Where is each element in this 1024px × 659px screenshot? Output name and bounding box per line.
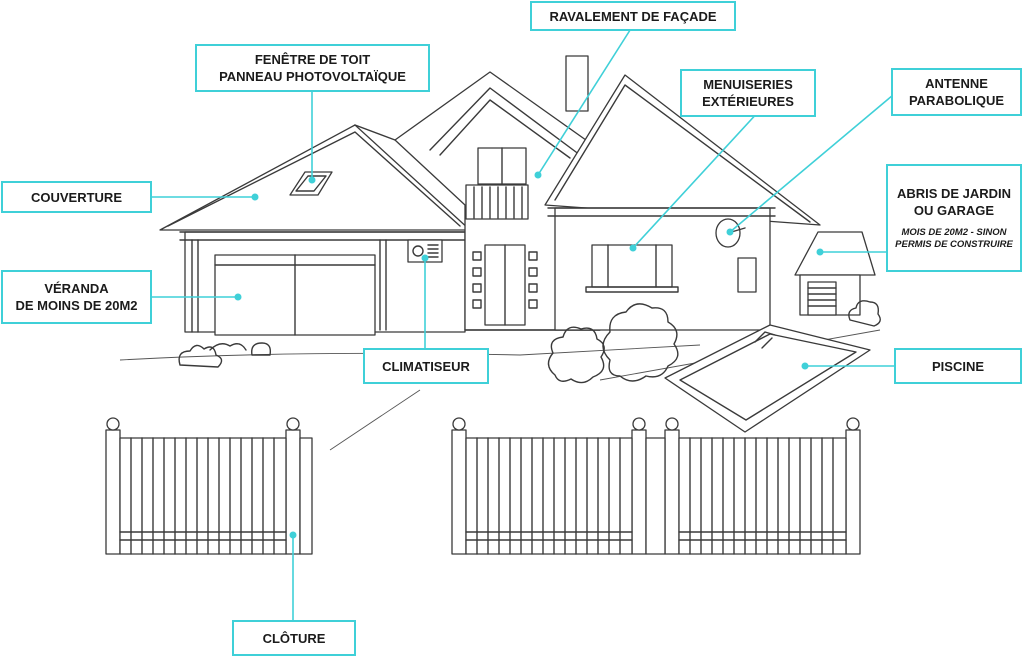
label-ravalement: RAVALEMENT DE FAÇADE (530, 1, 736, 31)
label-antenne-line1: ANTENNE (925, 76, 988, 91)
label-couverture-text: COUVERTURE (30, 189, 122, 205)
label-antenne: ANTENNE PARABOLIQUE (891, 68, 1022, 116)
label-abris-note-line1: MOIS DE 20M2 - SINON (901, 227, 1007, 238)
label-piscine-text: PISCINE (931, 358, 984, 374)
garden-shed (794, 231, 876, 316)
leader-lines (152, 26, 896, 622)
fence-right (451, 417, 861, 555)
label-abris-line2: OU GARAGE (913, 203, 995, 218)
label-cloture: CLÔTURE (232, 620, 356, 656)
fence-left (105, 417, 313, 555)
label-veranda-line2: DE MOINS DE 20M2 (15, 298, 138, 313)
label-climatiseur: CLIMATISEUR (363, 348, 489, 384)
label-abris-note-line2: PERMIS DE CONSTRUIRE (895, 239, 1013, 250)
label-couverture: COUVERTURE (1, 181, 152, 213)
label-menuiseries: MENUISERIES EXTÉRIEURES (680, 69, 816, 117)
label-menuiseries-line2: EXTÉRIEURES (702, 94, 794, 109)
label-menuiseries-line1: MENUISERIES (703, 77, 793, 92)
label-antenne-line2: PARABOLIQUE (908, 93, 1005, 108)
skylight-icon (289, 171, 333, 196)
label-abris: ABRIS DE JARDIN OU GARAGE MOIS DE 20M2 -… (886, 164, 1022, 272)
label-veranda: VÉRANDA DE MOINS DE 20M2 (1, 270, 152, 324)
label-fenetre-toit: FENÊTRE DE TOIT PANNEAU PHOTOVOLTAÏQUE (195, 44, 430, 92)
shrubs (178, 300, 881, 384)
label-climatiseur-text: CLIMATISEUR (382, 358, 470, 374)
chimney (565, 55, 589, 112)
label-ravalement-text: RAVALEMENT DE FAÇADE (549, 8, 717, 24)
central-gable (394, 55, 601, 331)
label-veranda-line1: VÉRANDA (44, 281, 109, 296)
label-fenetre-line2: PANNEAU PHOTOVOLTAÏQUE (219, 69, 406, 84)
swimming-pool (664, 324, 871, 433)
label-abris-line1: ABRIS DE JARDIN (896, 186, 1012, 201)
exterior-window (591, 244, 673, 288)
label-fenetre-line1: FENÊTRE DE TOIT (254, 52, 371, 67)
label-cloture-text: CLÔTURE (262, 630, 326, 646)
label-piscine: PISCINE (894, 348, 1022, 384)
left-wing (159, 124, 471, 336)
